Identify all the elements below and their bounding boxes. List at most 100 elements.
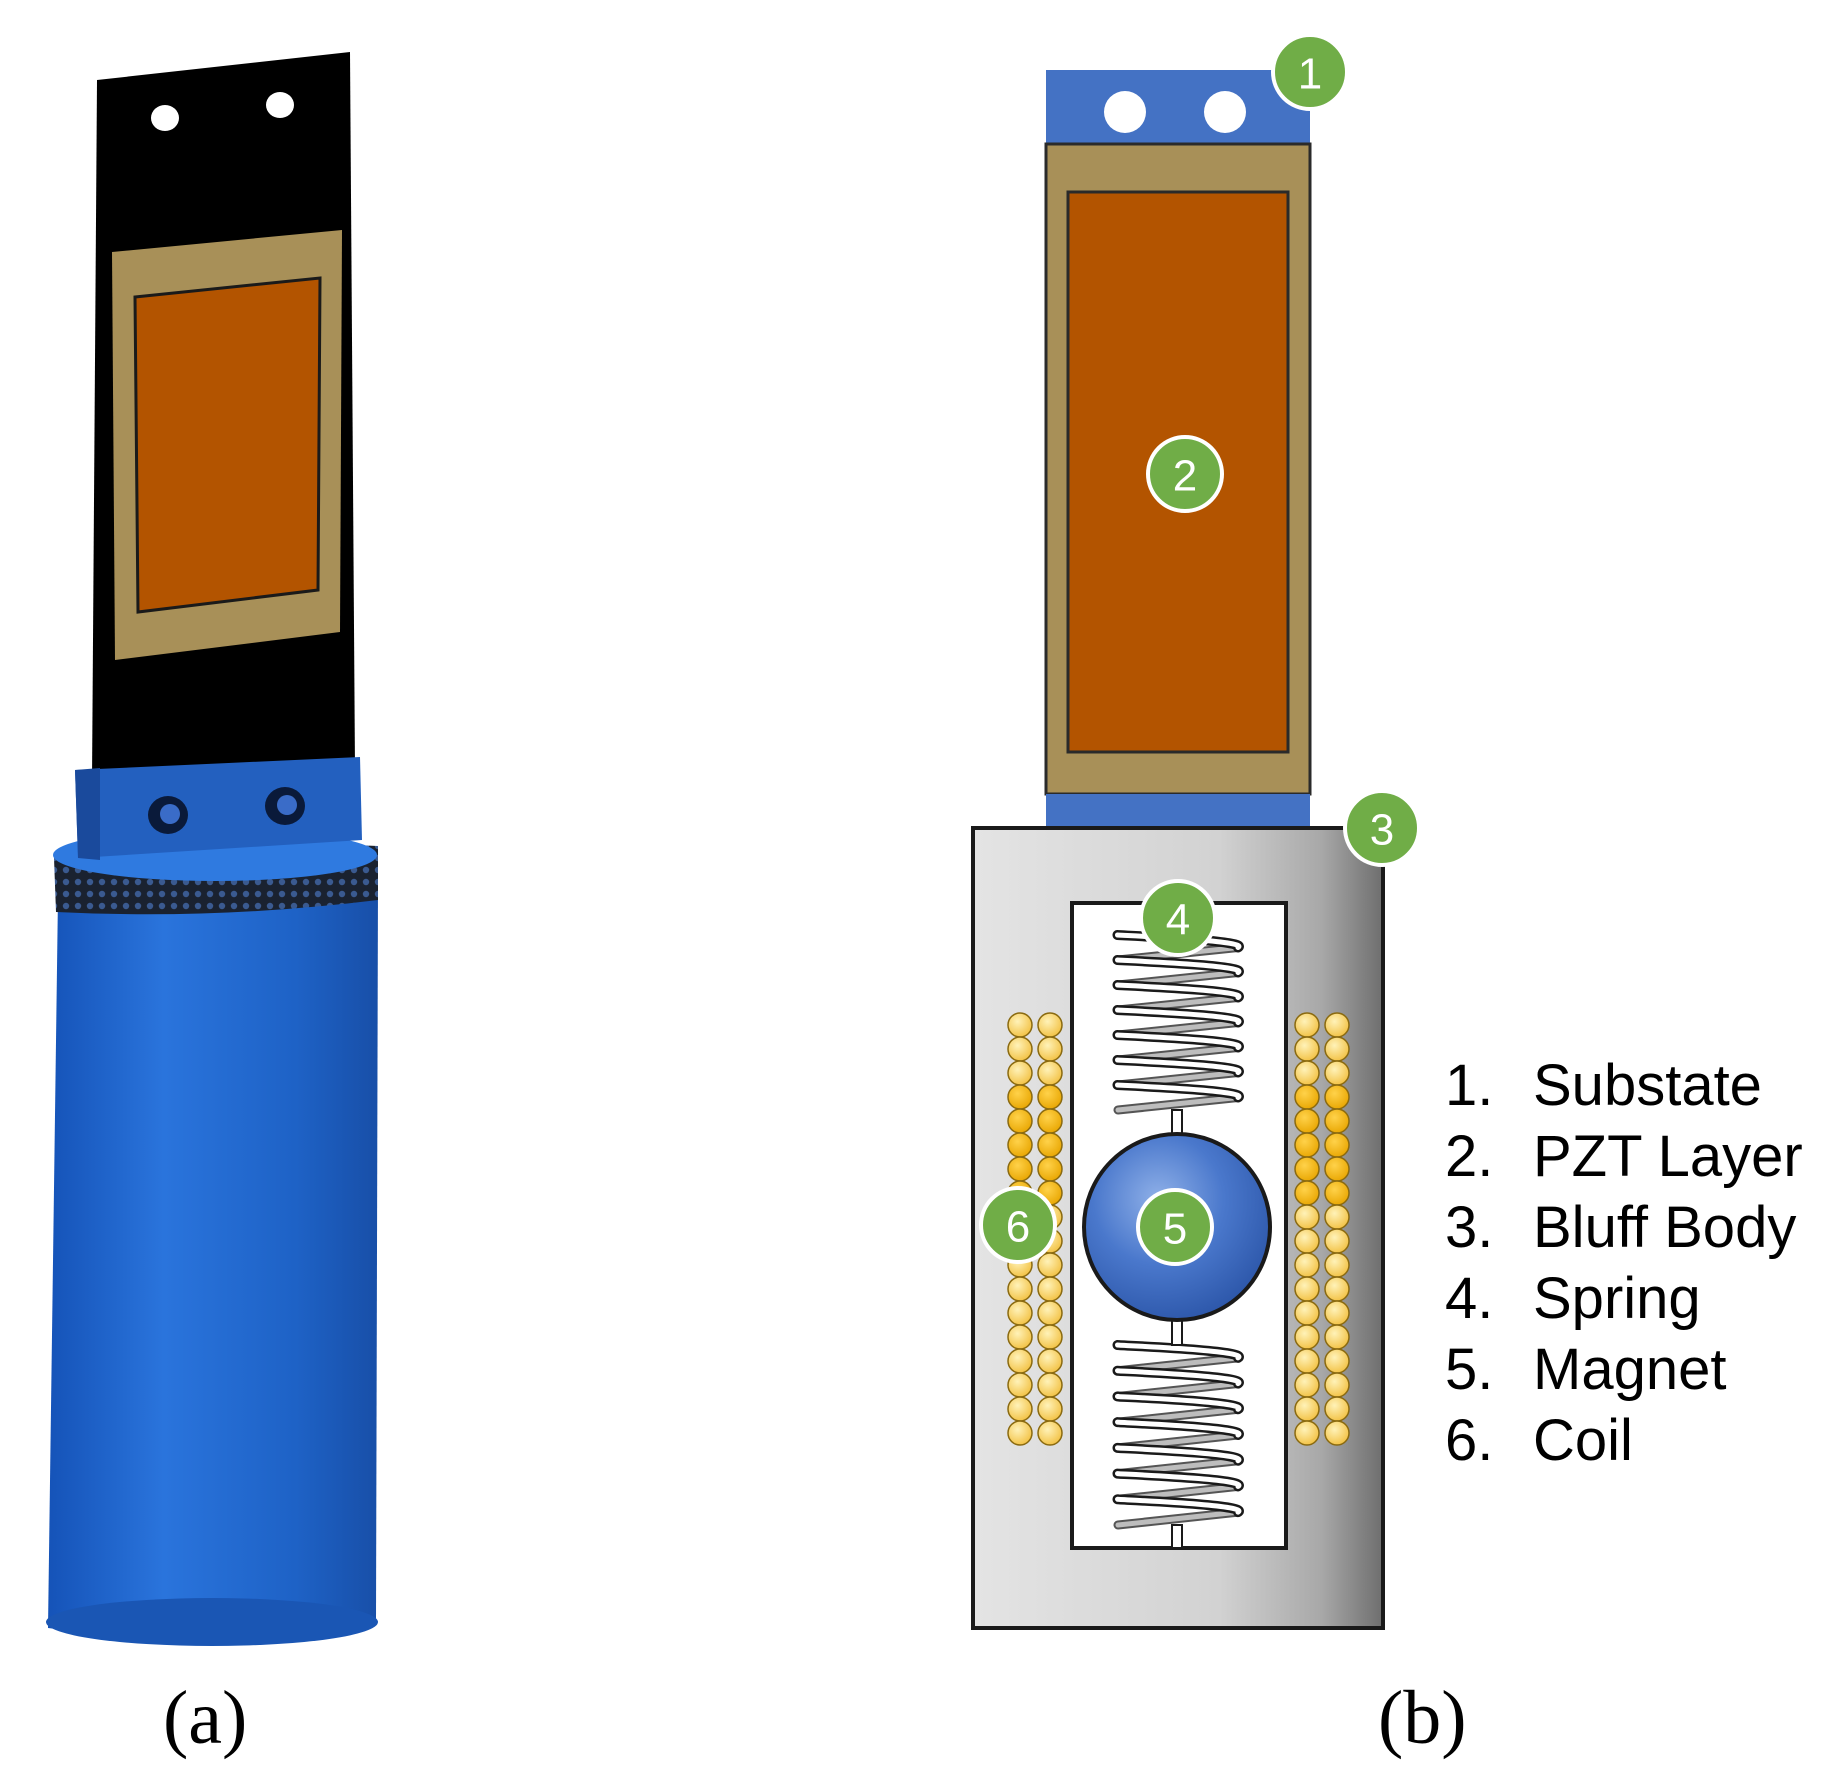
coil-winding — [1037, 1108, 1063, 1134]
badge-3-label: 3 — [1370, 806, 1394, 855]
clamp-side — [75, 768, 100, 860]
legend-label: Coil — [1533, 1408, 1633, 1473]
caption-panel-b: (b) — [1378, 1676, 1467, 1760]
legend-item: 3. Bluff Body — [1445, 1192, 1803, 1263]
spring-top — [1112, 930, 1244, 1115]
coil-winding — [1324, 1252, 1350, 1278]
legend-label: PZT Layer — [1533, 1124, 1803, 1189]
coil-winding — [1037, 1348, 1063, 1374]
coil-winding — [1037, 1060, 1063, 1086]
legend-item: 4. Spring — [1445, 1263, 1803, 1334]
coil-winding — [1294, 1396, 1320, 1422]
coil-winding — [1037, 1156, 1063, 1182]
coil-winding — [1007, 1324, 1033, 1350]
legend-number: 5. — [1445, 1337, 1494, 1402]
coil-winding — [1037, 1372, 1063, 1398]
pzt-layer-3d — [133, 276, 322, 614]
substrate-top — [1046, 70, 1310, 144]
coil-winding — [1007, 1108, 1033, 1134]
coil-right — [1294, 1012, 1350, 1446]
panel-b-schematic: 1 2 3 4 5 6 — [971, 33, 1421, 1630]
spring-coil-front-fill — [1115, 1007, 1242, 1025]
coil-winding — [1324, 1348, 1350, 1374]
coil-winding — [1037, 1324, 1063, 1350]
coil-winding — [1294, 1132, 1320, 1158]
coil-winding — [1007, 1372, 1033, 1398]
coil-winding — [1037, 1420, 1063, 1446]
badge-2-label: 2 — [1173, 452, 1197, 501]
spring-coil-front-fill — [1115, 957, 1242, 975]
spring-coil-front-fill — [1115, 1057, 1242, 1075]
coil-winding — [1294, 1084, 1320, 1110]
clamp-screw-left-inner — [160, 804, 180, 824]
badge-6: 6 — [979, 1186, 1057, 1264]
coil-winding — [1324, 1324, 1350, 1350]
substrate-hole-right — [1204, 91, 1246, 133]
badge-1: 1 — [1271, 33, 1349, 111]
clamp-screw-right-inner — [277, 795, 297, 815]
badge-2: 2 — [1146, 435, 1224, 513]
component-legend: 1. Substate 2. PZT Layer 3. Bluff Body 4… — [1445, 1050, 1803, 1476]
coil-winding — [1324, 1060, 1350, 1086]
beam-hole-right — [266, 92, 294, 118]
legend-label: Spring — [1533, 1266, 1701, 1331]
coil-winding — [1007, 1132, 1033, 1158]
coil-winding — [1324, 1108, 1350, 1134]
spring-coil-front-fill — [1115, 1082, 1242, 1100]
legend-item: 5. Magnet — [1445, 1334, 1803, 1405]
coil-winding — [1324, 1420, 1350, 1446]
spring-coil-front-fill — [1115, 1368, 1242, 1387]
cylinder-body — [48, 880, 378, 1638]
spring-coil-front-fill — [1115, 1445, 1242, 1464]
beam-hole-left — [151, 105, 179, 131]
spring-rod — [1171, 1317, 1183, 1346]
coil-winding — [1324, 1300, 1350, 1326]
spring-coil-front-fill — [1115, 1032, 1242, 1050]
coil-winding — [1324, 1180, 1350, 1206]
coil-winding — [1294, 1012, 1320, 1038]
badge-4-label: 4 — [1166, 896, 1190, 945]
coil-winding — [1037, 1084, 1063, 1110]
coil-winding — [1294, 1252, 1320, 1278]
badge-3: 3 — [1343, 789, 1421, 867]
coil-winding — [1007, 1396, 1033, 1422]
legend-item: 6. Coil — [1445, 1405, 1803, 1476]
legend-number: 1. — [1445, 1053, 1494, 1118]
coil-winding — [1294, 1060, 1320, 1086]
coil-winding — [1007, 1084, 1033, 1110]
substrate-hole-left — [1104, 91, 1146, 133]
legend-number: 2. — [1445, 1124, 1494, 1189]
coil-winding — [1007, 1156, 1033, 1182]
legend-label: Bluff Body — [1533, 1195, 1797, 1260]
spring-bottom — [1112, 1109, 1244, 1549]
coil-winding — [1324, 1276, 1350, 1302]
coil-winding — [1294, 1348, 1320, 1374]
legend-number: 3. — [1445, 1195, 1494, 1260]
legend-label: Magnet — [1533, 1337, 1727, 1402]
coil-winding — [1037, 1012, 1063, 1038]
badge-5-label: 5 — [1163, 1205, 1187, 1254]
spring-coil-front-fill — [1115, 1419, 1242, 1438]
coil-winding — [1294, 1108, 1320, 1134]
coil-winding — [1037, 1252, 1063, 1278]
coil-winding — [1007, 1348, 1033, 1374]
legend-item: 2. PZT Layer — [1445, 1121, 1803, 1192]
spring-coil-front-fill — [1115, 982, 1242, 1000]
substrate-bottom — [1046, 794, 1310, 828]
badge-5: 5 — [1136, 1188, 1214, 1266]
coil-winding — [1007, 1300, 1033, 1326]
coil-winding — [1294, 1180, 1320, 1206]
coil-winding — [1294, 1324, 1320, 1350]
spring-coil-front-fill — [1115, 1496, 1242, 1515]
badge-6-label: 6 — [1006, 1203, 1030, 1252]
spring-coil-back-fill — [1115, 1509, 1241, 1528]
coil-winding — [1324, 1132, 1350, 1158]
legend-label: Substate — [1533, 1053, 1762, 1118]
legend-item: 1. Substate — [1445, 1050, 1803, 1121]
coil-winding — [1324, 1204, 1350, 1230]
coil-winding — [1294, 1420, 1320, 1446]
coil-winding — [1294, 1156, 1320, 1182]
coil-winding — [1037, 1276, 1063, 1302]
coil-winding — [1324, 1372, 1350, 1398]
